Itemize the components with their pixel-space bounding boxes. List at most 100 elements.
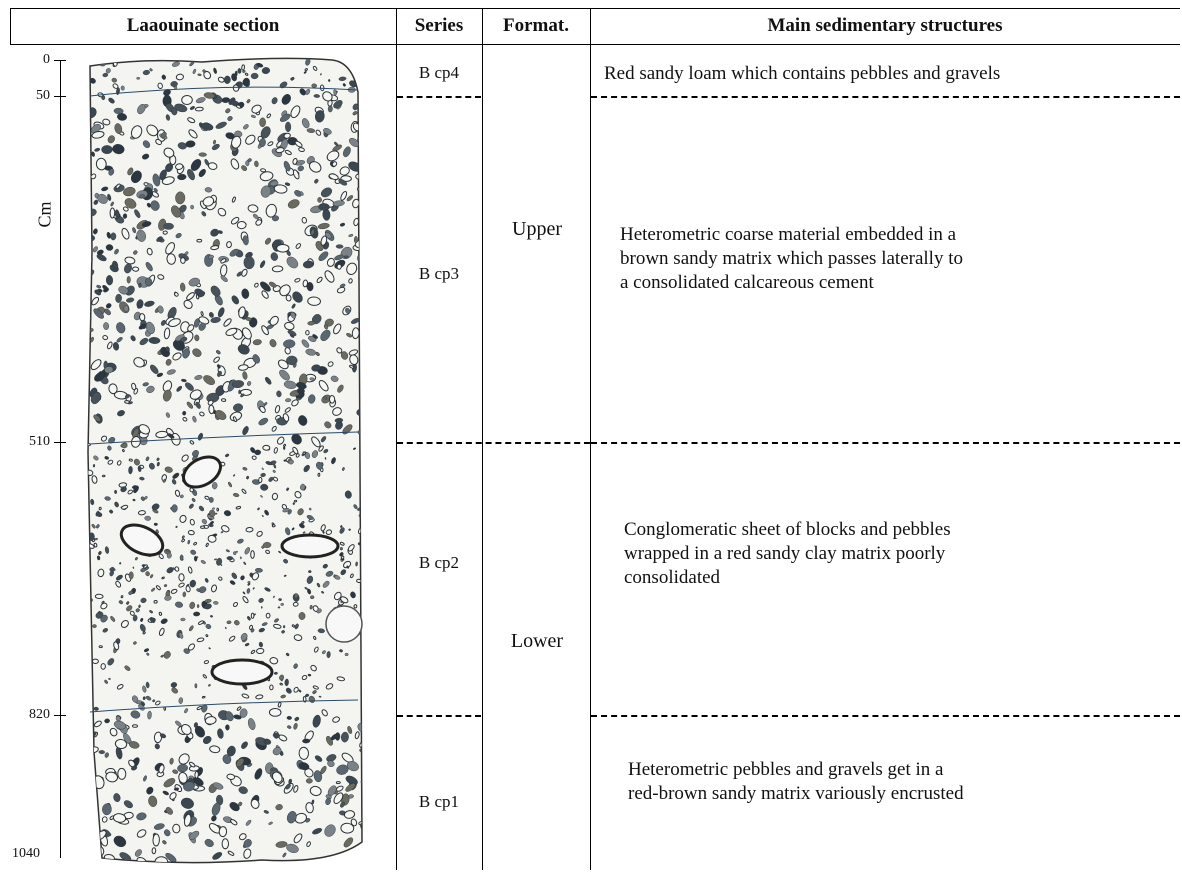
pebble: [347, 544, 355, 552]
pebble: [136, 856, 147, 863]
pebble: [239, 556, 242, 560]
pebble: [88, 798, 96, 808]
pebble: [345, 775, 358, 786]
pebble: [264, 237, 272, 245]
pebble: [340, 351, 349, 360]
pebble: [276, 244, 290, 253]
pebble: [178, 771, 188, 784]
pebble: [124, 263, 132, 274]
pebble: [102, 285, 109, 291]
pebble: [184, 708, 188, 714]
pebble: [95, 157, 107, 171]
pebble: [170, 81, 178, 87]
pebble: [180, 257, 186, 264]
pebble: [169, 792, 177, 800]
pebble: [175, 525, 178, 528]
pebble: [291, 624, 296, 628]
pebble: [336, 347, 343, 354]
pebble: [221, 398, 227, 402]
pebble: [110, 201, 114, 207]
pebble: [130, 710, 141, 719]
pebble: [271, 524, 276, 528]
pebble: [215, 410, 227, 420]
pebble: [190, 159, 202, 171]
pebble: [290, 311, 296, 319]
pebble: [283, 380, 297, 389]
pebble: [328, 79, 331, 82]
boundary-50-series: [397, 96, 481, 98]
pebble: [145, 456, 150, 462]
pebble: [176, 385, 183, 392]
pebble: [117, 767, 127, 780]
pebble: [218, 826, 228, 838]
pebble: [343, 837, 354, 848]
pebble: [208, 254, 214, 259]
pebble: [212, 507, 215, 510]
pebble: [242, 371, 248, 380]
pebble: [196, 604, 200, 608]
pebble: [282, 508, 290, 513]
pebble: [354, 731, 360, 740]
pebble: [171, 504, 178, 513]
pebble: [250, 550, 255, 559]
pebble: [261, 290, 269, 299]
pebble: [360, 435, 362, 441]
pebble: [165, 549, 171, 552]
tick-510: [54, 442, 66, 443]
pebble: [280, 694, 286, 699]
pebble: [250, 628, 255, 633]
pebble: [201, 122, 214, 131]
pebble: [149, 610, 153, 614]
pebble: [314, 110, 325, 123]
pebble: [130, 436, 141, 448]
pebble: [325, 683, 334, 690]
pebble: [331, 457, 336, 465]
pebble: [152, 833, 160, 847]
pebble: [210, 285, 221, 297]
pebble: [282, 852, 287, 858]
pebble: [186, 401, 194, 409]
pebble: [168, 318, 181, 327]
pebble: [190, 549, 197, 555]
pebble: [328, 173, 339, 181]
pebble: [90, 336, 94, 343]
description-bcp2: Conglomeratic sheet of blocks and pebble…: [624, 519, 951, 588]
large-pebble: [182, 455, 222, 489]
tick-label-510: 510: [29, 434, 50, 449]
pebble: [114, 489, 118, 494]
pebble: [360, 779, 362, 785]
pebble: [181, 538, 185, 543]
tick-50: [54, 96, 66, 97]
pebble: [93, 455, 99, 461]
pebble: [146, 124, 159, 137]
boundary-510-structures: [591, 442, 1180, 444]
pebble: [332, 200, 345, 207]
pebble: [210, 584, 218, 593]
pebble: [208, 523, 214, 528]
pebble: [291, 399, 299, 407]
pebble: [88, 443, 91, 447]
pebble: [286, 843, 299, 853]
pebble: [98, 645, 103, 649]
pebble: [125, 394, 130, 399]
pebble: [149, 68, 153, 72]
pebble: [340, 822, 355, 834]
pebble: [258, 627, 265, 633]
pebble: [285, 783, 291, 790]
pebble: [340, 569, 347, 576]
pebble: [139, 313, 146, 322]
pebble: [285, 121, 292, 133]
series-label-bcp1: B cp1: [418, 792, 460, 811]
pebble: [196, 637, 205, 643]
boundary-50-structures: [591, 96, 1180, 98]
tick-label-0: 0: [43, 52, 50, 67]
pebble: [260, 185, 272, 198]
pebble: [236, 271, 243, 277]
pebble: [247, 381, 252, 386]
pebble: [260, 483, 269, 491]
pebble: [124, 665, 131, 671]
pebble: [181, 454, 189, 462]
pebble: [313, 635, 317, 640]
pebble: [335, 244, 344, 249]
pebble: [333, 323, 342, 335]
